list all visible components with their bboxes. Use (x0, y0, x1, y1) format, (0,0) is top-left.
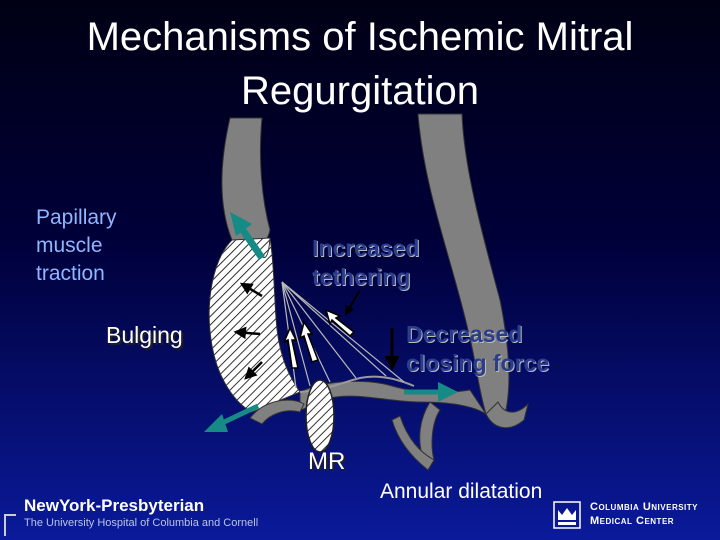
increased-tethering-label: Increased tethering (312, 234, 462, 292)
columbia-line-2: Medical Center (590, 514, 698, 528)
tethering-arrow-3 (326, 310, 354, 336)
mr-jet (306, 380, 334, 452)
mr-label: MR (308, 448, 345, 476)
decreased-closing-force-label: Decreased closing force (406, 320, 586, 378)
nyp-subtitle: The University Hospital of Columbia and … (24, 516, 258, 530)
nyp-name: NewYork-Presbyterian (24, 496, 258, 516)
crown-icon (552, 500, 582, 530)
tethering-pointer (346, 290, 360, 314)
nyp-logo: NewYork-Presbyterian The University Hosp… (24, 496, 258, 530)
columbia-logo: Columbia University Medical Center (590, 500, 698, 528)
annular-dilatation-label: Annular dilatation (380, 480, 542, 504)
bulging-label: Bulging (106, 322, 183, 349)
tethering-arrow-2 (300, 322, 318, 362)
teal-arrow-annular-left (204, 406, 258, 432)
nyp-logo-mark (4, 514, 16, 536)
columbia-line-1: Columbia University (590, 500, 698, 514)
bulging-wall-region (209, 238, 300, 412)
papillary-muscle-traction-label: Papillary muscle traction (36, 204, 176, 288)
